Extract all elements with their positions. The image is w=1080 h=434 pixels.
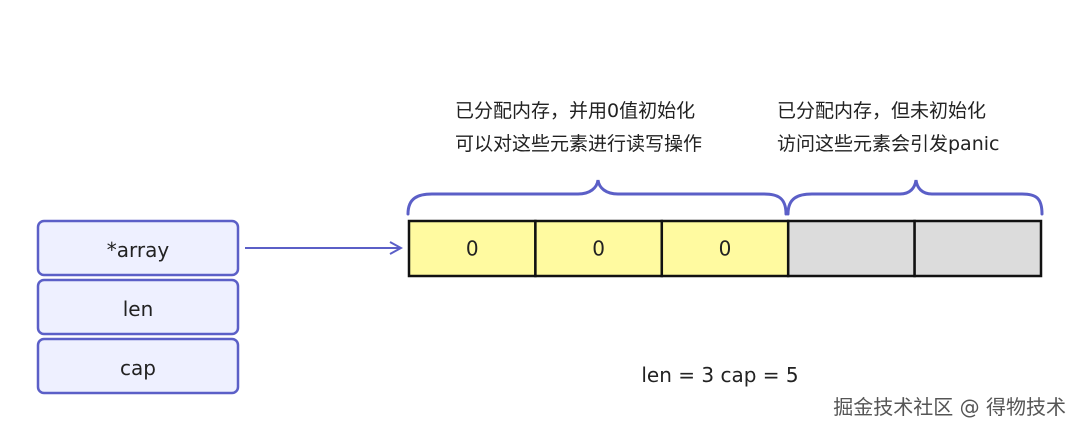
array-cell-1: 0 <box>534 219 664 278</box>
array-cell-3 <box>786 219 916 278</box>
array-cell-1-value: 0 <box>592 237 605 261</box>
struct-field-cap: cap <box>36 337 240 395</box>
watermark-text: 掘金技术社区 @ 得物技术 <box>833 395 1066 419</box>
array-cell-0: 0 <box>407 219 537 278</box>
array-cell-0-value: 0 <box>466 237 479 261</box>
struct-field-cap-label: cap <box>120 356 156 380</box>
initialized-brace <box>406 179 788 216</box>
array-cell-2: 0 <box>660 219 790 278</box>
uninitialized-brace <box>786 179 1044 216</box>
array-cell-1-box <box>534 219 664 278</box>
struct-field-array-label: *array <box>107 238 170 262</box>
slice-header: *array len cap <box>36 219 240 395</box>
struct-field-array: *array <box>36 219 240 277</box>
backing-array: 0 0 0 <box>407 219 1043 278</box>
array-cell-4 <box>913 219 1043 278</box>
struct-field-len-label: len <box>123 297 154 321</box>
uninitialized-annotation-line-2: 访问这些元素会引发panic <box>777 133 999 155</box>
struct-field-array-box <box>36 219 240 277</box>
array-cell-2-box <box>660 219 790 278</box>
array-cell-2-value: 0 <box>719 237 732 261</box>
array-cell-4-box <box>913 219 1043 278</box>
array-cell-3-box <box>786 219 916 278</box>
len-cap-summary: len = 3 cap = 5 <box>641 363 798 387</box>
struct-field-len-box <box>36 278 240 336</box>
initialized-annotation-line-1: 已分配内存，并用0值初始化 <box>455 100 695 122</box>
struct-field-cap-box <box>36 337 240 395</box>
struct-field-len: len <box>36 278 240 336</box>
initialized-annotation-line-2: 可以对这些元素进行读写操作 <box>455 133 702 155</box>
initialized-annotation: 已分配内存，并用0值初始化 可以对这些元素进行读写操作 <box>455 100 702 155</box>
uninitialized-annotation-line-1: 已分配内存，但未初始化 <box>777 100 986 122</box>
uninitialized-annotation: 已分配内存，但未初始化 访问这些元素会引发panic <box>777 100 999 155</box>
